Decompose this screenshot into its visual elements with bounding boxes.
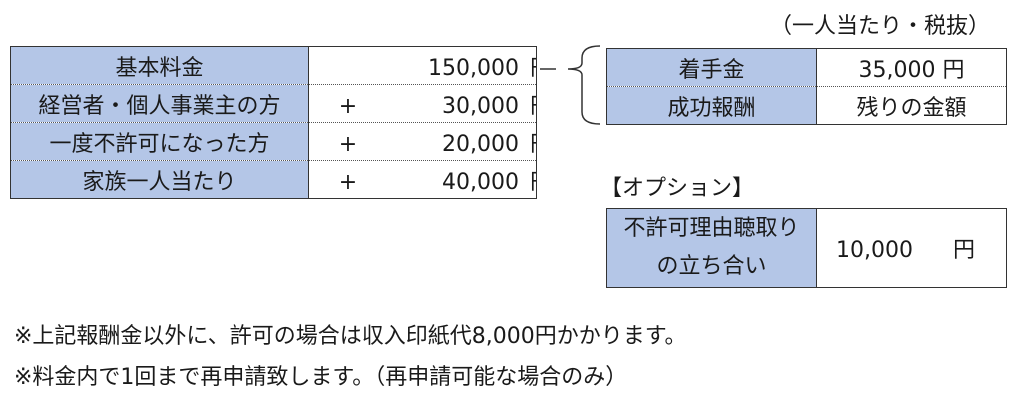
option-title: 【オプション】	[600, 176, 755, 201]
plus-sign: +	[338, 93, 358, 119]
fee-table: 基本料金 150,000円 経営者・個人事業主の方 +30,000円 一度不許可…	[10, 46, 537, 199]
option-label-line: 不許可理由聴取り	[623, 216, 800, 241]
note-line: ※料金内で1回まで再申請致します。（再申請可能な場合のみ）	[14, 365, 628, 390]
fee-amount: 30,000	[442, 93, 519, 119]
yen-unit: 円	[519, 50, 537, 82]
curly-brace-icon	[540, 45, 601, 125]
fee-label: 一度不許可になった方	[10, 122, 309, 161]
payment-label: 着手金	[606, 48, 817, 87]
table-row: 成功報酬 残りの金額	[606, 86, 1007, 125]
fee-value: +30,000円	[308, 84, 537, 123]
option-label-line: の立ち合い	[656, 254, 767, 279]
fee-amount: 20,000	[442, 131, 519, 157]
fee-amount: 150,000	[428, 55, 519, 81]
fee-label: 基本料金	[10, 46, 309, 85]
table-row: 基本料金 150,000円	[10, 46, 537, 85]
yen-unit: 円	[519, 126, 537, 158]
note-line: ※上記報酬金以外に、許可の場合は収入印紙代8,000円かかります。	[14, 324, 687, 349]
payment-label: 成功報酬	[606, 86, 817, 125]
plus-sign: +	[338, 131, 358, 157]
option-table: 不許可理由聴取り の立ち合い 10,000 円	[606, 208, 1007, 288]
fee-label: 経営者・個人事業主の方	[10, 84, 309, 123]
table-row: 経営者・個人事業主の方 +30,000円	[10, 84, 537, 123]
table-row: 一度不許可になった方 +20,000円	[10, 122, 537, 161]
plus-sign: +	[338, 169, 358, 195]
fee-value: +40,000円	[308, 160, 537, 199]
table-row: 着手金 35,000 円	[606, 48, 1007, 87]
tax-note: （一人当たり・税抜）	[770, 14, 991, 39]
yen-unit: 円	[952, 238, 975, 263]
yen-unit: 円	[519, 164, 537, 196]
fee-value: +20,000円	[308, 122, 537, 161]
fee-amount: 40,000	[442, 169, 519, 195]
payment-table: 着手金 35,000 円 成功報酬 残りの金額	[606, 48, 1007, 125]
payment-value: 残りの金額	[816, 86, 1007, 125]
fee-value: 150,000円	[308, 46, 537, 85]
option-amount: 10,000	[836, 238, 913, 263]
payment-value: 35,000 円	[816, 48, 1007, 87]
option-value: 10,000 円	[816, 208, 1007, 288]
fee-label: 家族一人当たり	[10, 160, 309, 199]
table-row: 家族一人当たり +40,000円	[10, 160, 537, 199]
table-row: 不許可理由聴取り の立ち合い 10,000 円	[606, 208, 1007, 288]
yen-unit: 円	[519, 88, 537, 120]
option-label: 不許可理由聴取り の立ち合い	[606, 208, 817, 288]
